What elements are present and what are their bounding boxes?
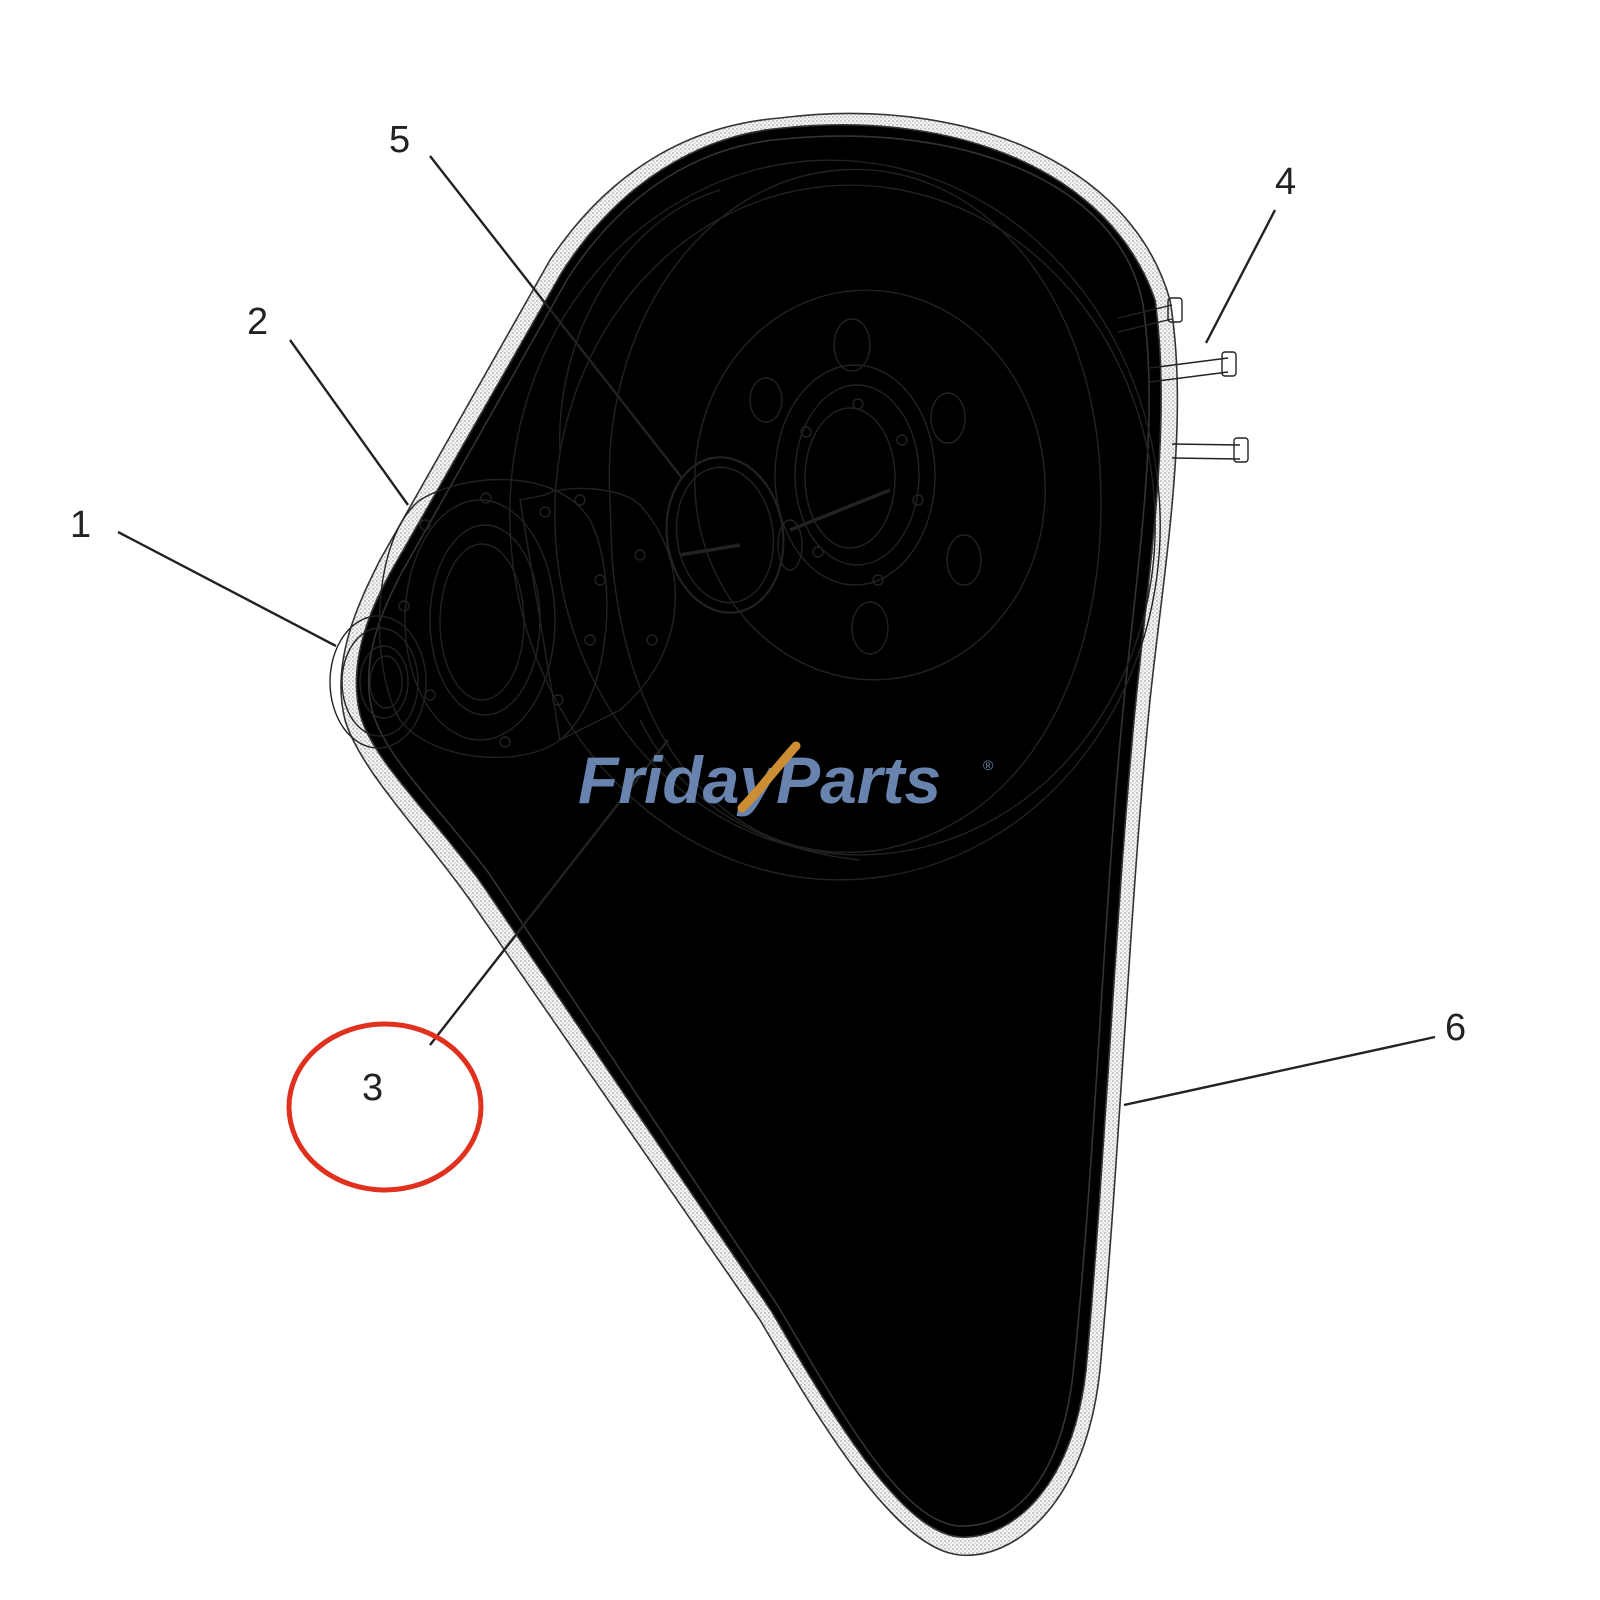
svg-text:FridayParts: FridayParts — [578, 743, 941, 817]
leader-line-1 — [117, 530, 337, 648]
callout-4: 4 — [1275, 161, 1296, 203]
fridayparts-watermark: FridayParts ® — [578, 741, 994, 817]
callout-6: 6 — [1445, 1007, 1466, 1049]
pilot-bearing — [329, 615, 427, 749]
o-ring-seal — [665, 456, 891, 614]
leader-lines — [117, 155, 1436, 1107]
callout-3: 3 — [362, 1067, 383, 1109]
callout-1: 1 — [70, 504, 91, 546]
highlight-circle — [286, 1021, 484, 1193]
watermark-part2: Parts — [776, 743, 941, 817]
watermark-swoosh — [737, 741, 801, 813]
leader-line-6 — [1123, 1035, 1436, 1107]
callout-5: 5 — [389, 119, 410, 161]
callouts: 1 2 3 4 5 6 — [70, 119, 1466, 1109]
leader-line-3 — [429, 739, 669, 1046]
poly-v-belt — [340, 112, 1179, 1557]
watermark-registered: ® — [983, 757, 994, 773]
leader-line-5 — [429, 155, 683, 479]
leader-line-2 — [289, 339, 409, 506]
adapter-hub — [378, 478, 676, 759]
leader-line-4 — [1204, 209, 1277, 344]
callout-2: 2 — [247, 301, 268, 343]
crankshaft-pulley — [509, 159, 1161, 881]
pulley-bolts — [1117, 297, 1249, 463]
